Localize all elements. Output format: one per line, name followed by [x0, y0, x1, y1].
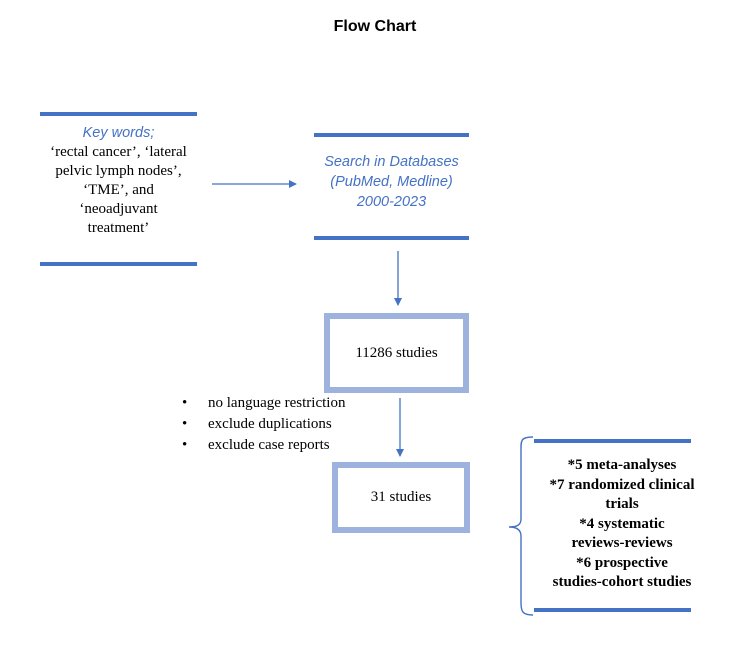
results-line: studies-cohort studies [552, 574, 692, 590]
keywords-box: Key words; ‘rectal cancer’, ‘lateral pel… [40, 124, 197, 238]
results-line: *5 meta-analyses [567, 457, 677, 473]
results-line: *7 randomized clinical [549, 476, 695, 493]
search-box-top-bar [314, 133, 469, 137]
results-box: *5 meta-analyses *7 randomized clinical … [522, 456, 722, 593]
chart-title: Flow Chart [333, 18, 417, 35]
keywords-box-top-bar [40, 112, 197, 116]
results-line: *4 systematic [579, 515, 665, 532]
keywords-line: pelvic lymph nodes’, [55, 163, 182, 179]
keywords-line: ‘neoadjuvant [79, 201, 158, 217]
keywords-line: ‘rectal cancer’, ‘lateral [50, 144, 187, 160]
results-box-bottom-bar [534, 608, 691, 612]
filter-item: exclude duplications [182, 414, 345, 435]
search-line: (PubMed, Medline) [330, 174, 453, 190]
final-studies-box: 31 studies [332, 462, 470, 533]
search-box-bottom-bar [314, 236, 469, 240]
filter-item: no language restriction [182, 393, 345, 414]
results-line: *6 prospective [576, 554, 668, 571]
studies-count-box: 11286 studies [324, 313, 469, 393]
results-bracket [508, 436, 534, 616]
filter-item: exclude case reports [182, 435, 345, 456]
filter-list: no language restriction exclude duplicat… [182, 393, 345, 456]
keywords-line: ‘TME’, and [83, 182, 154, 198]
results-line: trials [605, 496, 639, 512]
search-line: 2000-2023 [356, 194, 427, 210]
results-line: reviews-reviews [571, 535, 673, 551]
studies-count-label: 11286 studies [355, 344, 438, 361]
search-box: Search in Databases (PubMed, Medline) 20… [314, 152, 469, 212]
search-line: Search in Databases [324, 154, 459, 170]
keywords-line: treatment’ [87, 220, 150, 236]
keywords-heading: Key words; [82, 125, 155, 141]
results-box-top-bar [534, 439, 691, 443]
final-studies-label: 31 studies [370, 489, 432, 505]
keywords-box-bottom-bar [40, 262, 197, 266]
